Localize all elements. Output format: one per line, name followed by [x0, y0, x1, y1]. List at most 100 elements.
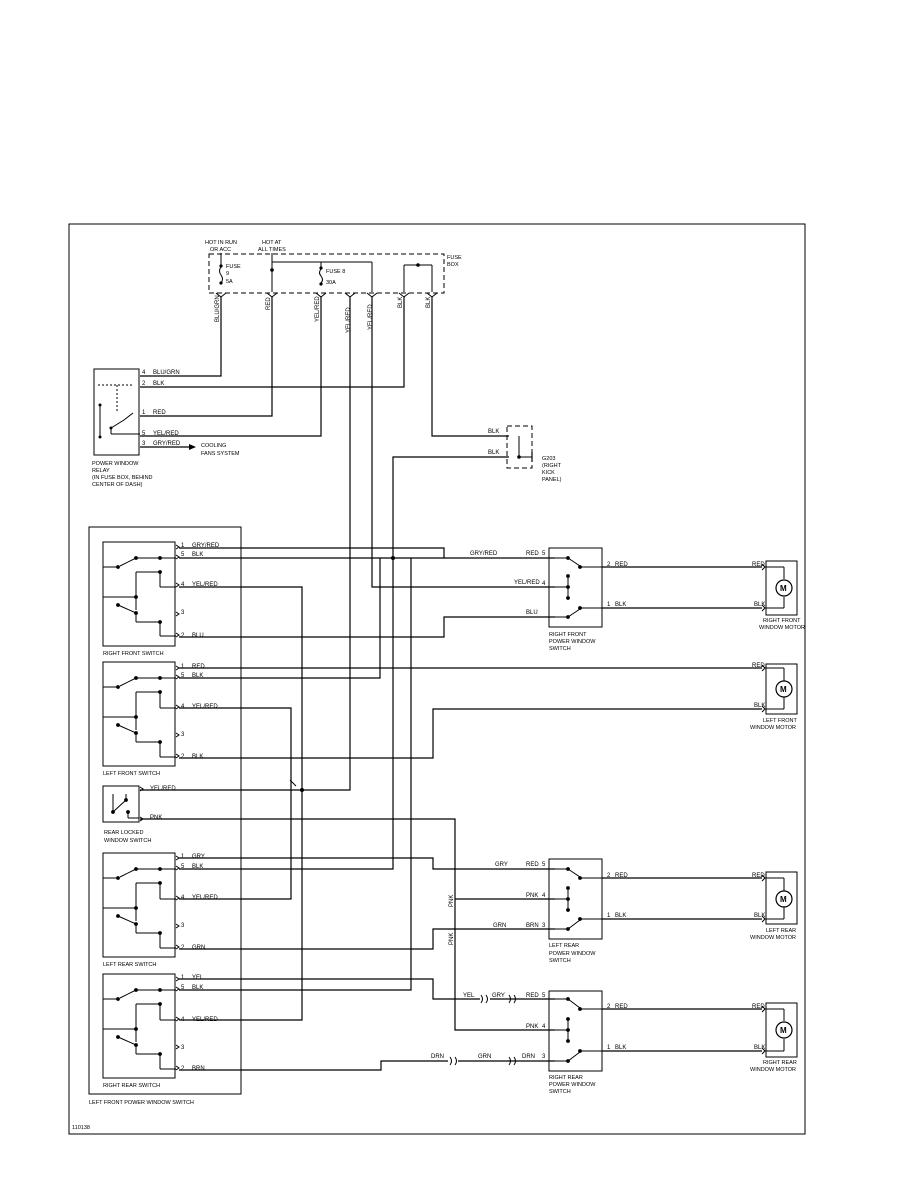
rf-ws-caption-3: SWITCH: [549, 646, 571, 652]
lr-ws-in-wire-1: GRY: [495, 862, 508, 868]
left-rear-switch-box: [102, 852, 176, 958]
rf-window-switch: GRY/RED RED 5 YEL/RED 4 BLU 2 RED 1 BLK …: [470, 547, 762, 652]
relay-pin-2-wire: BLK: [153, 381, 164, 387]
rr-window-switch-box: [548, 990, 603, 1072]
lf-motor-top-wire: RED: [752, 663, 765, 669]
cooling-fans-arrow-icon: [189, 444, 196, 450]
rf-ws-pin5-wire: RED: [526, 551, 539, 557]
lr-pin-2-wire: GRN: [192, 945, 205, 951]
lr-ws-caption-3: SWITCH: [549, 958, 571, 964]
lr-pin-4-num: 4: [181, 895, 185, 901]
lr-motor-top-wire: RED: [752, 873, 765, 879]
lf-motor-bottom-wire: BLK: [754, 703, 765, 709]
lr-pin-1-wire: GRY: [192, 854, 205, 860]
rf-ws-out-1-wire: BLK: [615, 602, 626, 608]
rr-pin-2-num: 2: [181, 1066, 185, 1072]
rf-switch-caption: RIGHT FRONT SWITCH: [103, 651, 164, 657]
relay-caption-2: RELAY: [92, 468, 110, 474]
rr-motor-bottom-wire: BLK: [754, 1045, 765, 1051]
fuse-9-label: FUSE: [226, 264, 241, 270]
rf-motor-top-wire: RED: [752, 562, 765, 568]
fuse-box-outline: [208, 253, 445, 294]
lr-pin-5-num: 5: [181, 864, 185, 870]
rf-motor-caption-1: RIGHT FRONT: [763, 618, 801, 624]
fuse-box: FUSE BOX HOT IN RUN OR ACC HOT AT ALL TI…: [205, 240, 462, 333]
ground-caption-2: (RIGHT: [542, 463, 562, 469]
wire-label-blk-2: BLK: [426, 297, 432, 308]
rr-ws-pin3-num: 3: [542, 1054, 546, 1060]
rear-lock-switch: YEL/RED PNK REAR LOCKED WINDOW SWITCH: [102, 785, 176, 844]
lock-wire-1: YEL/RED: [150, 786, 176, 792]
rr-ws-pin3-wire: DRN: [522, 1054, 535, 1060]
wire-label-blu-grn: BLU/GRN: [215, 295, 221, 322]
hot-run-label-2: OR ACC: [210, 247, 231, 253]
relay-pin-3-wire: GRY/RED: [153, 441, 181, 447]
lr-ws-out-2-num: 2: [607, 873, 611, 879]
relay-box: [93, 368, 140, 456]
rr-pin-5-wire: BLK: [192, 985, 203, 991]
lf-motor-symbol: M: [780, 685, 787, 694]
right-front-switch-box: [102, 541, 176, 647]
lr-pin-1-num: 1: [181, 854, 185, 860]
rf-ws-pin5-num: 5: [542, 551, 546, 557]
rr-ws-pin5-num: 5: [542, 993, 546, 999]
rr-pin-3-num: 3: [181, 1045, 185, 1051]
rf-motor-icon: [775, 579, 793, 597]
left-front-switch-box: [102, 661, 176, 767]
lr-ws-caption-1: LEFT REAR: [549, 943, 579, 949]
lr-ws-pin4-wire: PNK: [526, 893, 538, 899]
relay-pin-1-wire: RED: [153, 410, 166, 416]
fuse-8-label: FUSE 8: [326, 269, 345, 275]
ground-g203: BLK BLK G203 (RIGHT KICK PANEL): [392, 297, 562, 828]
rr-pin-1-num: 1: [181, 975, 185, 981]
rf-pin-5-num: 5: [181, 552, 185, 558]
lr-ws-pin3-wire: BRN: [526, 923, 539, 929]
lf-motor-icon: [775, 680, 793, 698]
fuse-9-number: 9: [226, 271, 229, 277]
lr-ws-out-1-num: 1: [607, 913, 611, 919]
rear-lock-switch-box: [102, 785, 140, 823]
rr-ws-in-wire-2: GRY: [492, 993, 505, 999]
rr-ws-pin4-num: 4: [542, 1024, 546, 1030]
rf-ws-in-wire-2: YEL/RED: [514, 580, 540, 586]
lr-motor-symbol: M: [780, 895, 787, 904]
rr-ws-in-wire-5: GRN: [478, 1054, 491, 1060]
fuse-box-label: FUSE: [447, 255, 462, 261]
lr-window-switch-box: [548, 858, 603, 940]
rr-motor-top-wire: RED: [752, 1004, 765, 1010]
fuse-box-label-2: BOX: [447, 262, 459, 268]
rf-ws-pin4-num: 4: [542, 581, 546, 587]
wire-label-yel-red-2: YEL/RED: [346, 307, 352, 333]
lr-motor-box: [765, 871, 798, 925]
rf-ws-caption-2: POWER WINDOW: [549, 639, 596, 645]
cooling-fans-label: COOLING: [201, 443, 226, 449]
lr-pin-5-wire: BLK: [192, 864, 203, 870]
right-rear-switch: 1 YEL 5 BLK 4 YEL/RED 3 2 BRN RIGHT REAR…: [102, 973, 218, 1089]
lr-pnk-vertical-label: PNK: [449, 895, 455, 907]
lf-pin-2-num: 2: [181, 754, 185, 760]
rf-pin-3-num: 3: [181, 610, 185, 616]
rf-ws-in-wire-3: BLU: [526, 610, 538, 616]
lr-ws-pin4-num: 4: [542, 893, 546, 899]
rf-pin-2-wire: BLU: [192, 633, 204, 639]
lr-pin-2-num: 2: [181, 945, 185, 951]
lr-motor-bottom-wire: BLK: [754, 913, 765, 919]
lf-pin-5-num: 5: [181, 673, 185, 679]
rr-window-motor: M RED BLK RIGHT REAR WINDOW MOTOR: [750, 1002, 798, 1073]
lr-pin-3-num: 3: [181, 923, 185, 929]
relay-pin-4-num: 4: [142, 370, 146, 376]
rr-motor-caption-2: WINDOW MOTOR: [750, 1067, 796, 1073]
rf-motor-symbol: M: [780, 584, 787, 593]
rr-ws-connector-4-icon: [508, 1056, 516, 1066]
rr-ws-in-wire-4: DRN: [431, 1054, 444, 1060]
rr-ws-caption-1: RIGHT REAR: [549, 1075, 583, 1081]
rr-ws-connector-2-icon: [508, 994, 516, 1004]
master-switch-caption: LEFT FRONT POWER WINDOW SWITCH: [89, 1100, 194, 1106]
rf-pin-1-num: 1: [181, 543, 185, 549]
lr-ws-out-2-wire: RED: [615, 873, 628, 879]
fuse-8-rating: 30A: [326, 280, 336, 286]
relay-pin-5-num: 5: [142, 431, 146, 437]
wire-label-blk-1: BLK: [398, 297, 404, 308]
rr-ws-out-2-wire: RED: [615, 1004, 628, 1010]
rf-motor-box: [765, 560, 798, 616]
